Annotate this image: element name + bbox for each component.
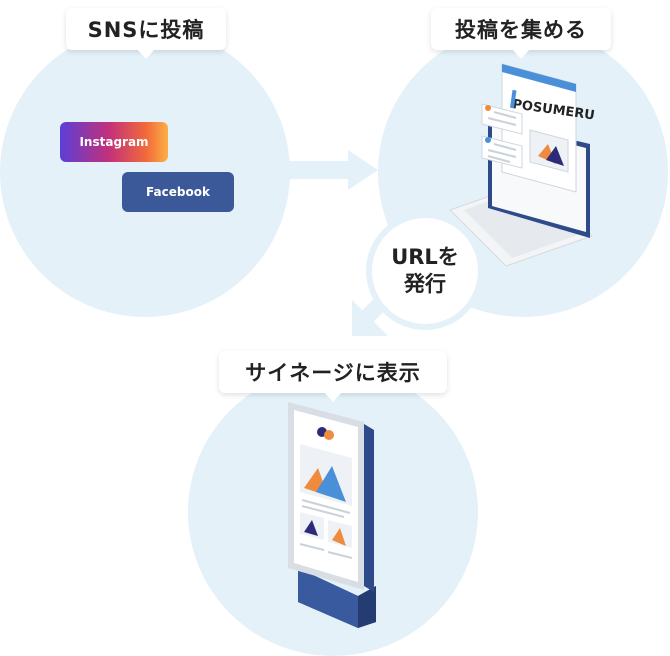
laptop-icon: POSUMERU [449,63,596,267]
step-collect-label: 投稿を集める [431,8,611,59]
step-display-label: サイネージに表示 [219,351,447,402]
arrow-right-icon [288,150,378,190]
facebook-button: Facebook [122,172,234,212]
instagram-button: Instagram [60,122,168,162]
signage-icon [288,402,376,628]
url-issue-badge: URLを 発行 [366,212,484,330]
url-badge-line2: 発行 [404,272,446,296]
step-post-label: SNSに投稿 [66,8,226,59]
url-badge-line1: URLを [391,244,459,269]
